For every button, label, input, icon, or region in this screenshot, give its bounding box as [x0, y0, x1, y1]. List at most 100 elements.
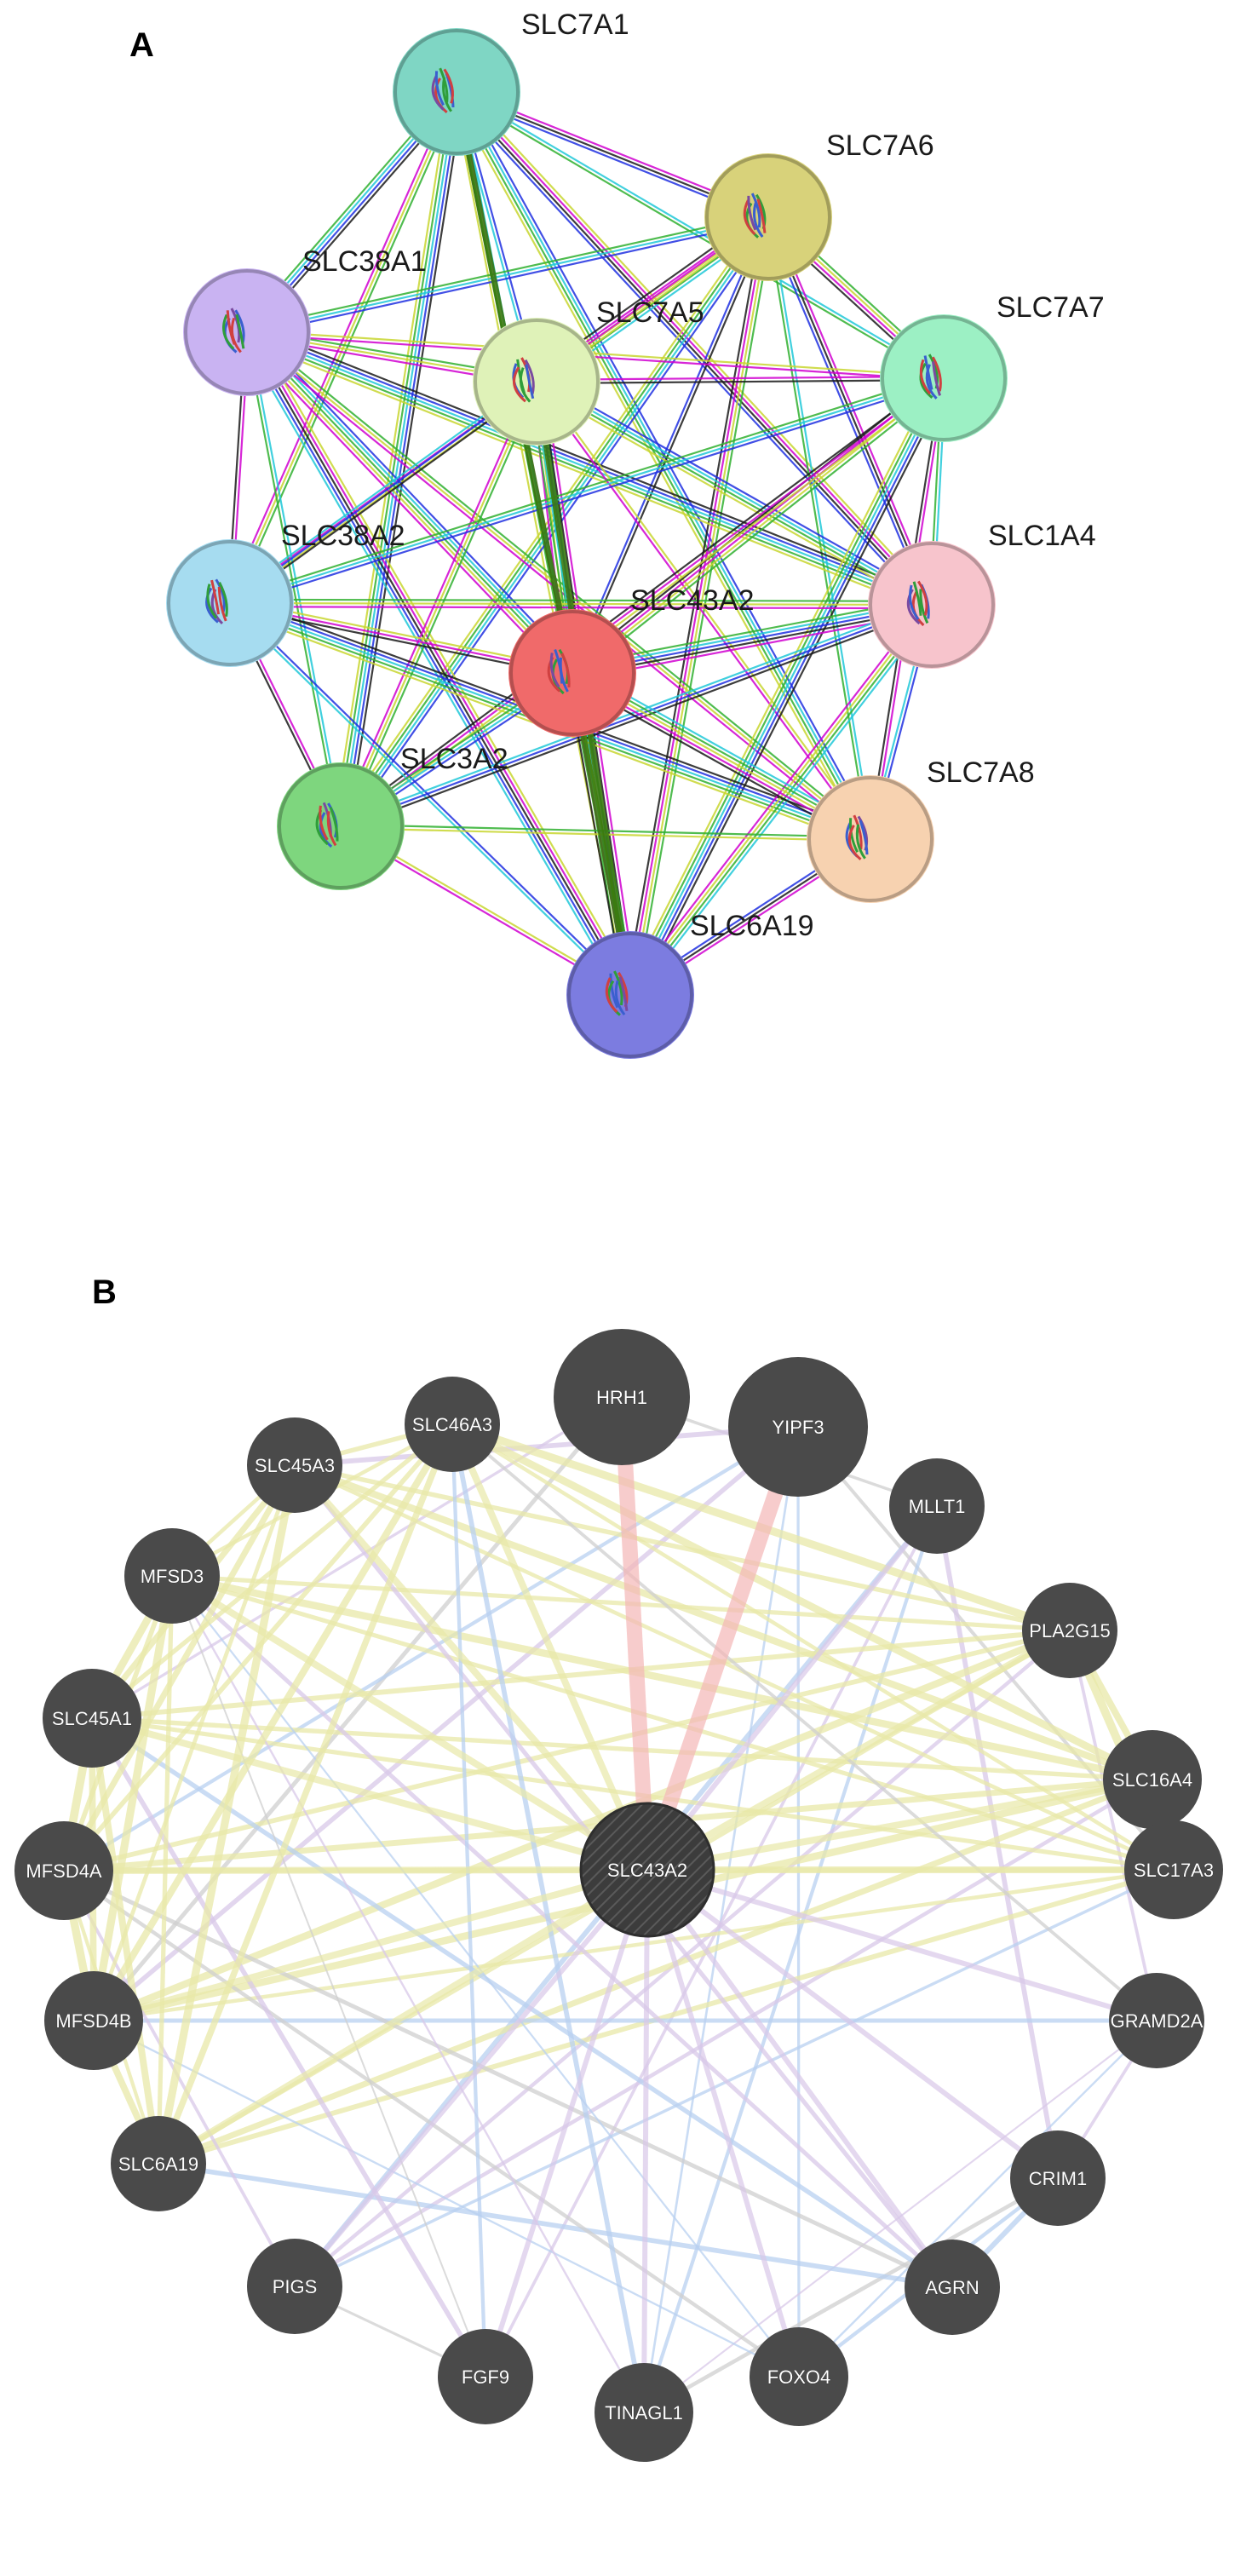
network-node-slc45a3[interactable]: SLC45A3	[247, 1417, 342, 1513]
protein-node-slc1a4[interactable]: SLC1A4	[868, 520, 1096, 669]
network-node-label: MFSD3	[141, 1566, 204, 1587]
network-node-label: CRIM1	[1029, 2168, 1087, 2189]
interaction-edge	[570, 216, 771, 675]
network-edge	[91, 1716, 1175, 1872]
network-node-label: FGF9	[462, 2366, 509, 2388]
network-node-circle	[1109, 1973, 1204, 2068]
protein-node-circle	[807, 775, 934, 903]
network-node-label: FOXO4	[767, 2366, 831, 2388]
network-edge-center	[640, 1424, 806, 1872]
network-edge	[158, 2161, 953, 2290]
network-edge-center	[92, 1866, 649, 2024]
interaction-edge	[239, 328, 638, 999]
network-node-mfsd4b[interactable]: MFSD4B	[44, 1971, 143, 2070]
network-edge	[62, 1868, 954, 2290]
protein-node-slc38a1[interactable]: SLC38A1	[183, 245, 427, 396]
network-node-slc46a3[interactable]: SLC46A3	[405, 1377, 500, 1472]
network-node-pigs[interactable]: PIGS	[247, 2239, 342, 2334]
network-node-slc45a1[interactable]: SLC45A1	[43, 1669, 141, 1768]
interaction-edge	[332, 90, 465, 828]
network-node-label: MLLT1	[909, 1496, 966, 1517]
network-node-circle	[750, 2327, 848, 2426]
protein-node-slc3a2[interactable]: SLC3A2	[277, 743, 508, 890]
network-edge	[642, 2176, 1060, 2414]
network-node-circle	[1010, 2130, 1106, 2226]
protein-node-slc7a5[interactable]: SLC7A5	[473, 296, 704, 446]
protein-structure-icon	[431, 67, 455, 113]
protein-node-slc7a7[interactable]: SLC7A7	[880, 291, 1105, 442]
network-node-mfsd4a[interactable]: MFSD4A	[14, 1821, 113, 1920]
protein-node-slc38a2[interactable]: SLC38A2	[166, 520, 405, 667]
protein-node-slc43a2[interactable]: SLC43A2	[508, 584, 755, 737]
network-edge	[155, 1423, 456, 2165]
protein-label: SLC7A8	[927, 756, 1035, 789]
network-edge-center	[646, 1867, 1060, 2181]
panel-b: B SLC43A2HRH1YIPF3MLLT1PLA2G15SLC16A4SLC…	[14, 1274, 1223, 2462]
network-node-mfsd3[interactable]: MFSD3	[124, 1528, 220, 1624]
network-node-circle	[728, 1357, 868, 1497]
network-edge-center	[645, 1869, 801, 2378]
network-node-fgf9[interactable]: FGF9	[438, 2329, 533, 2424]
protein-node-slc6a19[interactable]: SLC6A19	[566, 910, 814, 1059]
network-edge-center	[646, 1776, 1153, 1873]
network-edge	[90, 1422, 454, 1721]
network-edge	[90, 1716, 954, 2290]
network-edge	[294, 1868, 1175, 2288]
protein-node-circle	[704, 153, 832, 281]
network-edge-center	[646, 1627, 1071, 1873]
network-edge	[92, 1395, 623, 2022]
network-node-crim1[interactable]: CRIM1	[1010, 2130, 1106, 2226]
network-edge	[294, 1424, 799, 1468]
protein-structure-icon	[845, 814, 869, 860]
network-node-tinagl1[interactable]: TINAGL1	[595, 2363, 693, 2462]
network-node-mllt1[interactable]: MLLT1	[889, 1458, 985, 1554]
network-node-circle	[247, 1417, 342, 1513]
protein-structure-icon	[919, 354, 942, 400]
network-node-label: YIPF3	[772, 1417, 824, 1438]
network-edge	[170, 1575, 646, 2413]
protein-node-circle	[566, 931, 694, 1059]
interaction-edge	[245, 212, 770, 337]
panel-a-label: A	[129, 26, 154, 64]
network-node-circle	[124, 1528, 220, 1624]
network-edge-center	[169, 1573, 650, 1873]
network-node-label: AGRN	[925, 2277, 979, 2298]
network-node-foxo4[interactable]: FOXO4	[750, 2327, 848, 2426]
protein-structure-icon	[222, 308, 245, 354]
interaction-edge	[536, 375, 945, 385]
network-node-label: SLC6A19	[118, 2153, 198, 2175]
network-node-gramd2a[interactable]: GRAMD2A	[1109, 1973, 1204, 2068]
network-node-yipf3[interactable]: YIPF3	[728, 1357, 868, 1497]
network-node-slc17a3[interactable]: SLC17A3	[1124, 1820, 1223, 1919]
protein-node-slc7a1[interactable]: SLC7A1	[393, 9, 629, 156]
network-node-circle	[43, 1669, 141, 1768]
network-node-circle	[1124, 1820, 1223, 1919]
network-edge	[63, 1628, 1071, 1873]
protein-node-slc7a8[interactable]: SLC7A8	[807, 756, 1035, 903]
network-edge-center	[156, 1866, 650, 2167]
protein-node-circle	[473, 318, 600, 446]
network-node-slc6a19[interactable]: SLC6A19	[111, 2116, 206, 2211]
protein-label: SLC1A4	[988, 520, 1096, 552]
network-node-hrh1[interactable]: HRH1	[554, 1329, 690, 1465]
network-edge	[171, 1575, 486, 2378]
network-edge	[171, 1575, 800, 2378]
network-node-agrn[interactable]: AGRN	[905, 2240, 1000, 2335]
network-node-slc16a4[interactable]: SLC16A4	[1103, 1730, 1202, 1829]
network-node-circle	[405, 1377, 500, 1472]
network-edge-center	[483, 1869, 650, 2378]
network-edge	[154, 1464, 299, 2165]
protein-label: SLC7A7	[997, 291, 1105, 324]
protein-structure-icon	[547, 648, 571, 695]
protein-structure-icon	[906, 580, 930, 627]
network-node-label: SLC43A2	[607, 1860, 687, 1881]
network-node-pla2g15[interactable]: PLA2G15	[1022, 1583, 1117, 1678]
network-node-label: PIGS	[273, 2276, 318, 2297]
network-node-center-slc43a2[interactable]: SLC43A2	[579, 1802, 715, 1938]
network-edge	[61, 1423, 455, 1872]
protein-structure-icon	[315, 802, 339, 848]
protein-node-slc7a6[interactable]: SLC7A6	[704, 129, 934, 281]
protein-structure-icon	[512, 357, 535, 403]
network-edge	[450, 1423, 488, 2378]
